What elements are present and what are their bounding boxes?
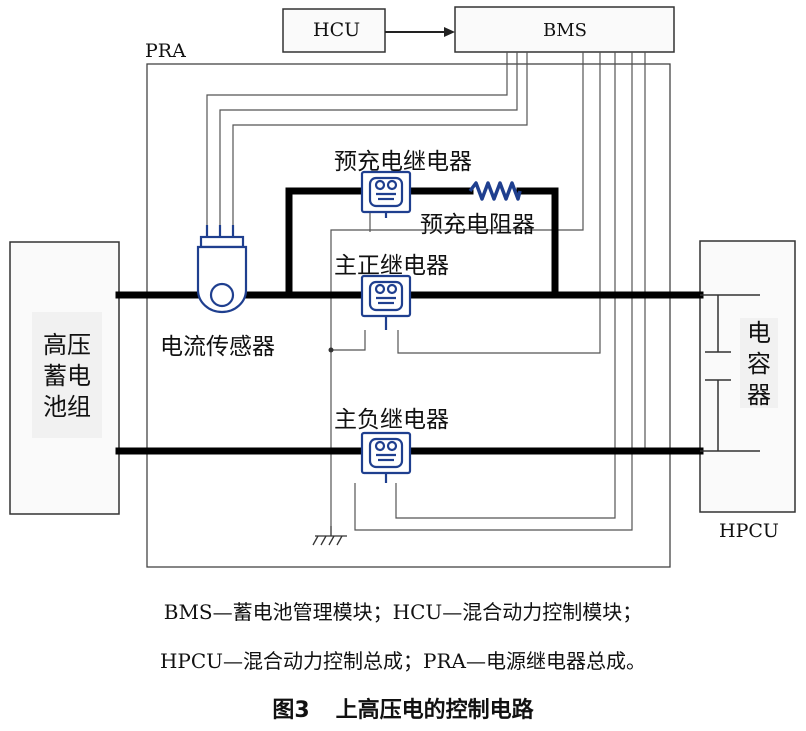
battery-label: 高压 蓄电 池组: [34, 330, 100, 423]
hcu-box: [282, 8, 386, 53]
precharge-relay-label: 预充电继电器: [334, 149, 472, 175]
main-negative-relay-label: 主负继电器: [334, 407, 449, 433]
main-negative-relay-symbol: [360, 431, 412, 483]
capacitor-label-line: 容: [747, 350, 771, 378]
bms-signal-wires: [206, 52, 646, 531]
hcu-bms-arrowhead: [444, 27, 455, 37]
battery-label-bg: [32, 312, 102, 438]
capacitor-label-bg: [740, 318, 778, 408]
main-positive-relay-label: 主正继电器: [334, 253, 449, 279]
precharge-relay-symbol: [360, 170, 412, 218]
hcu-label: HCU: [313, 19, 361, 41]
capacitor-label-line: 器: [747, 381, 771, 409]
bms-label: BMS: [543, 20, 587, 41]
precharge-resistor-label: 预充电阻器: [420, 212, 535, 238]
battery-label-line: 高压: [43, 331, 91, 359]
ground-symbol: [312, 526, 347, 546]
current-sensor-symbol: [196, 225, 248, 314]
current-sensor-label: 电流传感器: [160, 334, 275, 360]
precharge-resistor-symbol: [468, 181, 522, 201]
pra-enclosure: [146, 63, 671, 568]
battery-label-line: 蓄电: [43, 362, 91, 390]
hpcu-label: HPCU: [719, 520, 779, 542]
main-positive-relay-symbol: [360, 274, 412, 330]
capacitor-leads: [700, 294, 760, 452]
figure-caption: 图3 上高压电的控制电路: [0, 692, 806, 724]
capacitor-label: 电 容 器: [742, 318, 776, 411]
pra-label: PRA: [145, 40, 186, 62]
caption-legend-line-2: HPCU—混合动力控制总成；PRA—电源继电器总成。: [159, 649, 646, 673]
capacitor-label-line: 电: [747, 319, 771, 347]
figure-number: 图3: [272, 698, 310, 723]
caption-legend-line-1: BMS—蓄电池管理模块；HCU—混合动力控制模块；: [163, 600, 643, 624]
bms-box: [454, 6, 675, 53]
battery-label-line: 池组: [43, 393, 91, 421]
figure-title: 上高压电的控制电路: [335, 698, 534, 723]
